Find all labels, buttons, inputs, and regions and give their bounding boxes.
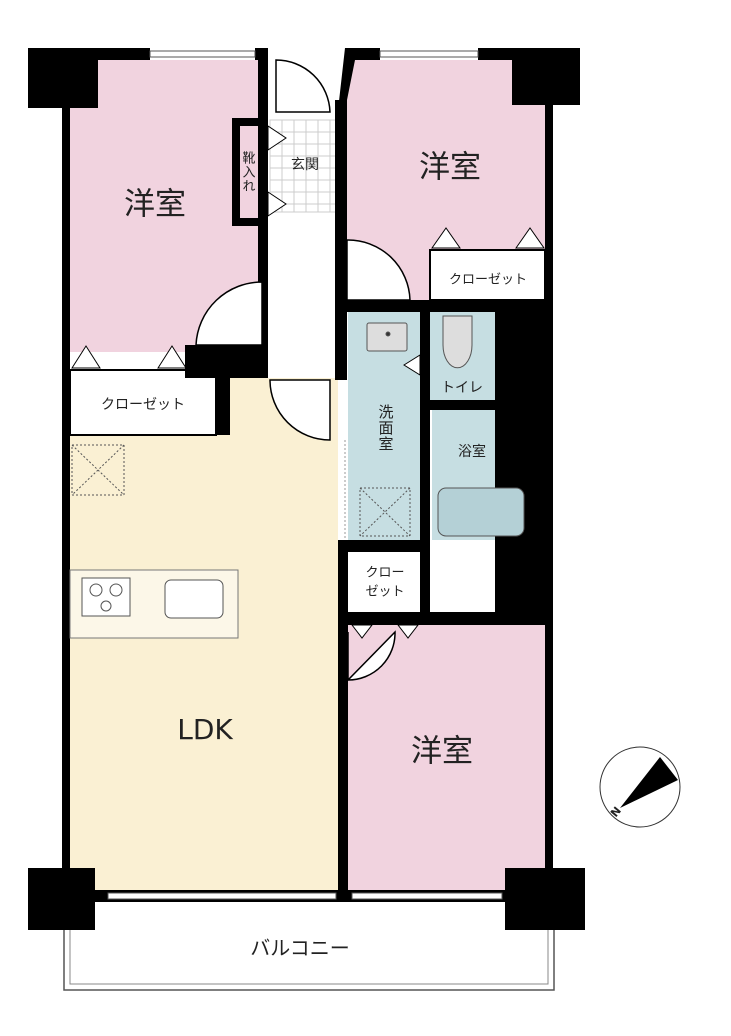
- closet-door-marks: [71, 125, 545, 639]
- doors: [195, 59, 411, 682]
- balcony-area: [63, 899, 555, 991]
- room-label-balcony: バルコニー: [250, 936, 350, 960]
- room-label-western-top-right: 洋室: [419, 149, 481, 186]
- room-label-washroom: 洗面室: [376, 404, 395, 452]
- compass-icon: [599, 746, 681, 828]
- room-label-bathroom: 浴室: [458, 444, 486, 460]
- room-label-entrance: 玄関: [291, 157, 319, 173]
- room-label-toilet: トイレ: [441, 380, 483, 396]
- fixtures: [69, 315, 525, 639]
- room-label-ldk: LDK: [177, 713, 233, 746]
- western-room-bottom-right-area: [348, 625, 546, 895]
- room-label-closet-left: クローゼット: [101, 397, 185, 413]
- room-label-closet-middle-1: クロー: [365, 565, 405, 581]
- room-label-western-bottom-right: 洋室: [411, 733, 473, 770]
- room-label-shoe-closet: 靴入れ: [239, 151, 255, 193]
- room-label-western-left: 洋室: [124, 186, 186, 223]
- room-label-closet-right: クローゼット: [448, 272, 528, 288]
- walls: [28, 48, 585, 930]
- room-label-closet-middle-2: ゼット: [365, 584, 405, 600]
- windows: [107, 50, 503, 900]
